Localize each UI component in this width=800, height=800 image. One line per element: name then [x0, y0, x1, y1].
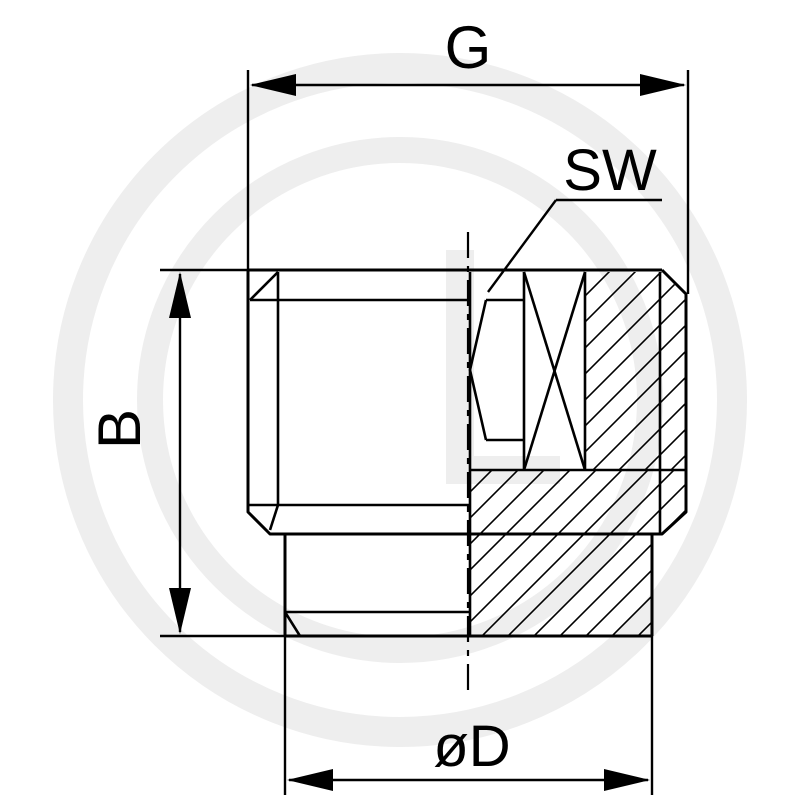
hatch-line	[607, 470, 686, 636]
hatch-line	[503, 470, 677, 636]
label-b: B	[86, 409, 153, 449]
hatch-line	[747, 270, 800, 472]
hatch-line	[470, 470, 521, 636]
hatch-line	[470, 470, 599, 636]
hatch-line	[529, 470, 686, 636]
dimension-arrows	[169, 74, 686, 791]
hatch-line	[585, 272, 638, 470]
hatch-line	[585, 272, 686, 470]
hatch-line	[585, 272, 686, 470]
section-hatching	[296, 270, 800, 640]
hatch-line	[773, 270, 800, 472]
arrow-d-left	[287, 769, 333, 791]
hatch-line	[470, 470, 625, 636]
arrow-b-bottom	[169, 588, 191, 634]
hatch-line	[470, 470, 547, 636]
hatch-line	[585, 272, 686, 470]
bore-details	[248, 271, 686, 637]
hatch-line	[477, 470, 651, 636]
label-diameter: øD	[433, 714, 510, 779]
arrow-g-left	[250, 74, 296, 96]
hatch-line	[764, 468, 800, 640]
arrow-b-top	[169, 272, 191, 318]
hatch-line	[470, 470, 573, 636]
hatch-line	[790, 468, 800, 640]
hatch-line	[738, 468, 800, 640]
hatch-line	[585, 272, 686, 470]
hatch-line	[555, 470, 686, 636]
arrow-g-right	[640, 74, 686, 96]
label-g: G	[445, 14, 492, 81]
label-sw: SW	[563, 138, 657, 203]
hatch-line	[616, 272, 686, 470]
hatch-line	[642, 272, 686, 470]
arrow-d-right	[604, 769, 650, 791]
hatch-line	[585, 272, 664, 470]
hatch-line	[590, 272, 686, 470]
dimension-lines	[160, 70, 690, 795]
hatch-line	[296, 468, 468, 640]
